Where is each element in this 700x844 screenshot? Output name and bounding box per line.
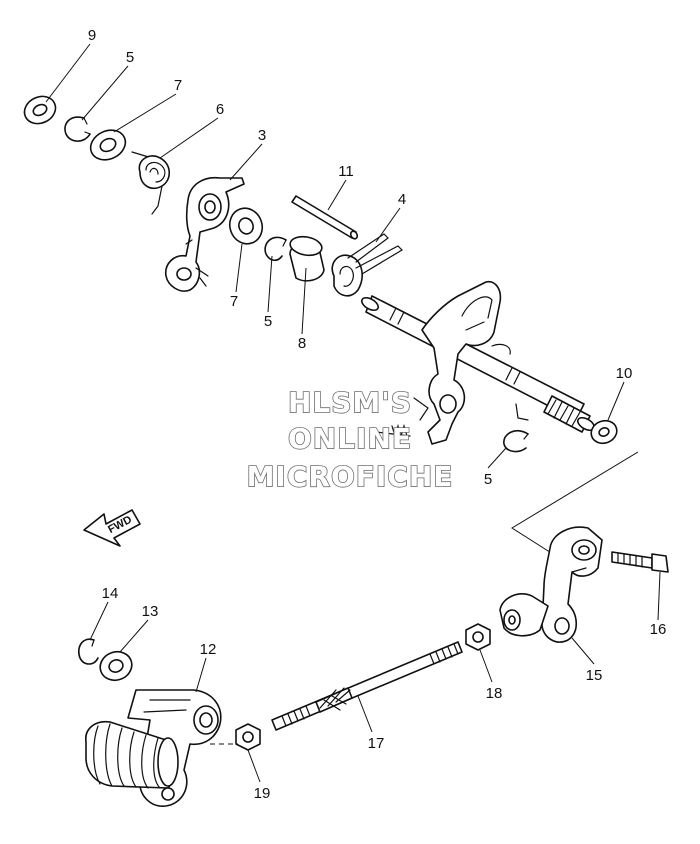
callout-15: 15 [586, 667, 603, 684]
callout-7-top: 7 [174, 77, 182, 94]
part-15-shift-arm [541, 526, 603, 643]
part-5-circlip-lower [503, 429, 529, 453]
watermark-line-3: MICROFICHE [247, 460, 454, 493]
callout-5-middle: 5 [264, 313, 272, 330]
part-18-nut [465, 623, 491, 651]
callout-10: 10 [616, 365, 633, 382]
part-7-washer-middle [228, 207, 264, 245]
part-19-nut [235, 723, 261, 751]
part-13-washer [99, 650, 133, 682]
part-12-shift-pedal [85, 689, 222, 807]
callout-19: 19 [254, 785, 271, 802]
part-8-collar [289, 235, 325, 282]
callout-8: 8 [298, 335, 306, 352]
callout-leader-lines [45, 43, 661, 783]
callout-14: 14 [102, 585, 119, 602]
callout-18: 18 [486, 685, 503, 702]
part-6-torsion-spring [131, 151, 171, 215]
callout-3: 3 [258, 127, 266, 144]
part-7-washer-top [89, 129, 127, 161]
part-14-circlip [78, 638, 99, 665]
callout-11: 11 [338, 163, 354, 180]
part-3-shift-arm [164, 176, 245, 292]
watermark: HLSM'S ONLINE MICROFICHE [246, 385, 454, 494]
callout-4: 4 [398, 191, 406, 208]
part-9-washer [23, 95, 57, 125]
part-5-circlip-middle [264, 236, 287, 262]
shift-shaft-assembly [361, 280, 595, 445]
part-10-washer [590, 419, 618, 445]
part-11-pin [291, 195, 359, 240]
callout-16: 16 [650, 621, 667, 638]
callout-6: 6 [216, 101, 224, 118]
part-5-circlip-top [64, 116, 91, 142]
part-17-shift-rod [271, 641, 463, 731]
part-4-spring [331, 233, 403, 297]
callout-5-top: 5 [126, 49, 134, 66]
rod-end-joint [499, 593, 549, 637]
fwd-direction-arrow: FWD [83, 509, 141, 547]
callout-7-middle: 7 [230, 293, 238, 310]
callout-5-lower: 5 [484, 471, 492, 488]
watermark-line-2: ONLINE [288, 422, 412, 455]
callout-numbers: 9 5 7 6 3 11 4 7 5 8 10 5 16 15 14 13 12… [88, 27, 667, 802]
assembly-guide-lines-top [511, 451, 639, 557]
callout-12: 12 [200, 641, 217, 658]
watermark-line-1: HLSM'S [288, 386, 412, 419]
callout-13: 13 [142, 603, 159, 620]
callout-9: 9 [88, 27, 96, 44]
part-16-bolt [611, 551, 669, 573]
callout-17: 17 [368, 735, 385, 752]
